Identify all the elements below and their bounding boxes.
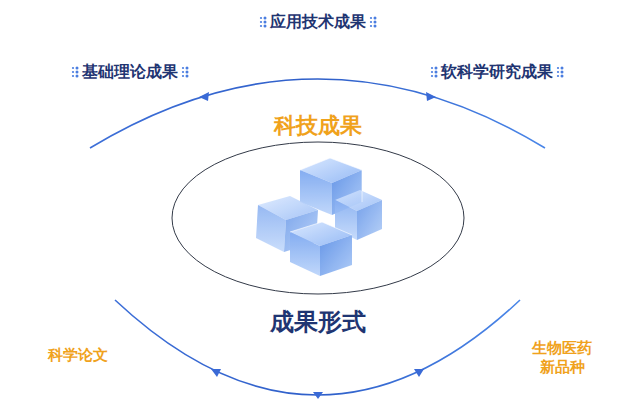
decor-dot bbox=[76, 67, 79, 70]
decor-dot bbox=[264, 21, 267, 24]
decor-dot bbox=[260, 25, 262, 27]
decor-dot bbox=[264, 17, 267, 20]
decor-dot bbox=[260, 17, 262, 19]
decor-dot bbox=[72, 71, 74, 73]
decor-dot bbox=[76, 75, 79, 78]
cube-illustration bbox=[256, 158, 382, 276]
decor-dot bbox=[431, 67, 433, 69]
decor-dot bbox=[76, 71, 79, 74]
label: 软科学研究成果 bbox=[441, 62, 553, 82]
decor-dot bbox=[561, 67, 564, 70]
decor-dot bbox=[557, 67, 559, 69]
decor-dot bbox=[557, 75, 559, 77]
decor-dot bbox=[374, 17, 377, 20]
label: 科技成果 bbox=[274, 112, 362, 140]
decor-dot bbox=[182, 71, 184, 73]
decor-dot bbox=[435, 71, 438, 74]
label: 基础理论成果 bbox=[82, 62, 178, 82]
decor-dot bbox=[561, 71, 564, 74]
decor-dot bbox=[374, 25, 377, 28]
decor-dot bbox=[186, 71, 189, 74]
decor-dot bbox=[374, 21, 377, 24]
label: 生物医药 新品种 bbox=[530, 339, 595, 377]
decor-dot bbox=[435, 67, 438, 70]
decor-dot bbox=[431, 75, 433, 77]
decor-dot bbox=[72, 67, 74, 69]
lower-arc bbox=[115, 300, 520, 395]
decor-dot bbox=[72, 75, 74, 77]
label: 科学论文 bbox=[48, 346, 108, 365]
decor-dot bbox=[557, 71, 559, 73]
decor-dot bbox=[561, 75, 564, 78]
decor-dot bbox=[370, 21, 372, 23]
decor-dot bbox=[260, 21, 262, 23]
decor-dot bbox=[182, 75, 184, 77]
label: 成果形式 bbox=[270, 307, 366, 337]
decor-dot bbox=[370, 17, 372, 19]
inner-ellipse bbox=[172, 142, 464, 294]
upper-arc bbox=[90, 79, 545, 148]
decor-dot bbox=[186, 67, 189, 70]
decor-dot bbox=[431, 71, 433, 73]
decor-dot bbox=[182, 67, 184, 69]
decor-dot bbox=[186, 75, 189, 78]
decor-dot bbox=[435, 75, 438, 78]
decor-dot bbox=[264, 25, 267, 28]
arc-markers bbox=[199, 92, 436, 399]
decor-dot bbox=[370, 25, 372, 27]
label: 应用技术成果 bbox=[270, 12, 366, 32]
